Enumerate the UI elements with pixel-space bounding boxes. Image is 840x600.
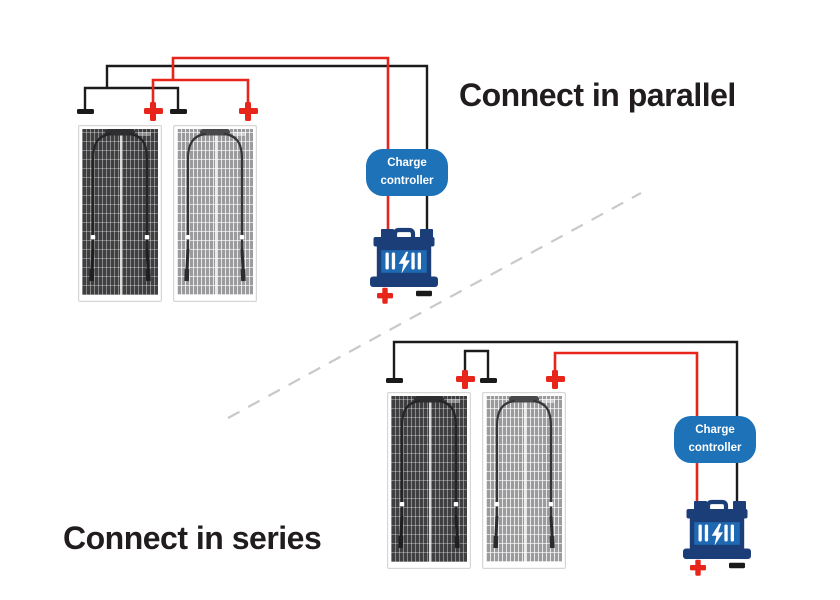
- battery-base: [370, 276, 438, 287]
- plus-terminal-icon: [545, 369, 565, 389]
- battery-lid: [373, 237, 435, 247]
- parallel-positive-bus-wire: [151, 78, 250, 103]
- series-section-title: Connect in series: [63, 520, 322, 557]
- panel-cable-icon: [493, 396, 555, 549]
- minus-terminal-icon: [385, 377, 403, 384]
- controller-label-line1: Charge: [695, 424, 735, 437]
- panel-cable-icon: [398, 396, 460, 549]
- panel-cells: [391, 396, 467, 562]
- battery-bar-icon: [417, 252, 421, 270]
- battery-bar-icon: [391, 252, 396, 270]
- panel-cells: [82, 129, 158, 295]
- controller-label-line1: Charge: [387, 157, 427, 170]
- plus-terminal-icon: [238, 101, 258, 121]
- battery-positive-post: [381, 229, 394, 238]
- panel-cells: [486, 396, 562, 562]
- panel-cable-icon: [89, 129, 151, 282]
- charge-controller-box: Charge controller: [366, 149, 448, 196]
- parallel-section-title: Connect in parallel: [459, 77, 736, 114]
- charge-controller-box: Charge controller: [674, 416, 756, 463]
- parallel-negative-bus-wire: [83, 86, 180, 109]
- battery-negative-post: [420, 229, 433, 238]
- solar-panel-icon: [482, 392, 566, 569]
- plus-terminal-icon: [455, 369, 475, 389]
- battery-icon: [683, 501, 751, 576]
- controller-label-line2: controller: [380, 174, 434, 187]
- solar-panel-icon: [78, 125, 162, 302]
- minus-terminal-icon: [169, 108, 187, 115]
- lightning-bolt-icon: [398, 251, 410, 274]
- battery-bar-icon: [411, 252, 415, 270]
- panel-cable-icon: [184, 129, 246, 282]
- controller-label-line2: controller: [688, 441, 742, 454]
- solar-panel-icon: [173, 125, 257, 302]
- dashed-divider: [227, 192, 642, 419]
- panel-cells: [177, 129, 253, 295]
- solar-panel-icon: [387, 392, 471, 569]
- battery-icon: [370, 227, 438, 304]
- battery-plus-label: [382, 287, 388, 304]
- minus-terminal-icon: [479, 377, 497, 384]
- plus-terminal-icon: [143, 101, 163, 121]
- battery-handle: [392, 227, 416, 237]
- battery-minus-label: [416, 290, 432, 297]
- series-jumper-wire: [463, 349, 490, 378]
- battery-bar-icon: [385, 252, 389, 270]
- minus-terminal-icon: [76, 108, 94, 115]
